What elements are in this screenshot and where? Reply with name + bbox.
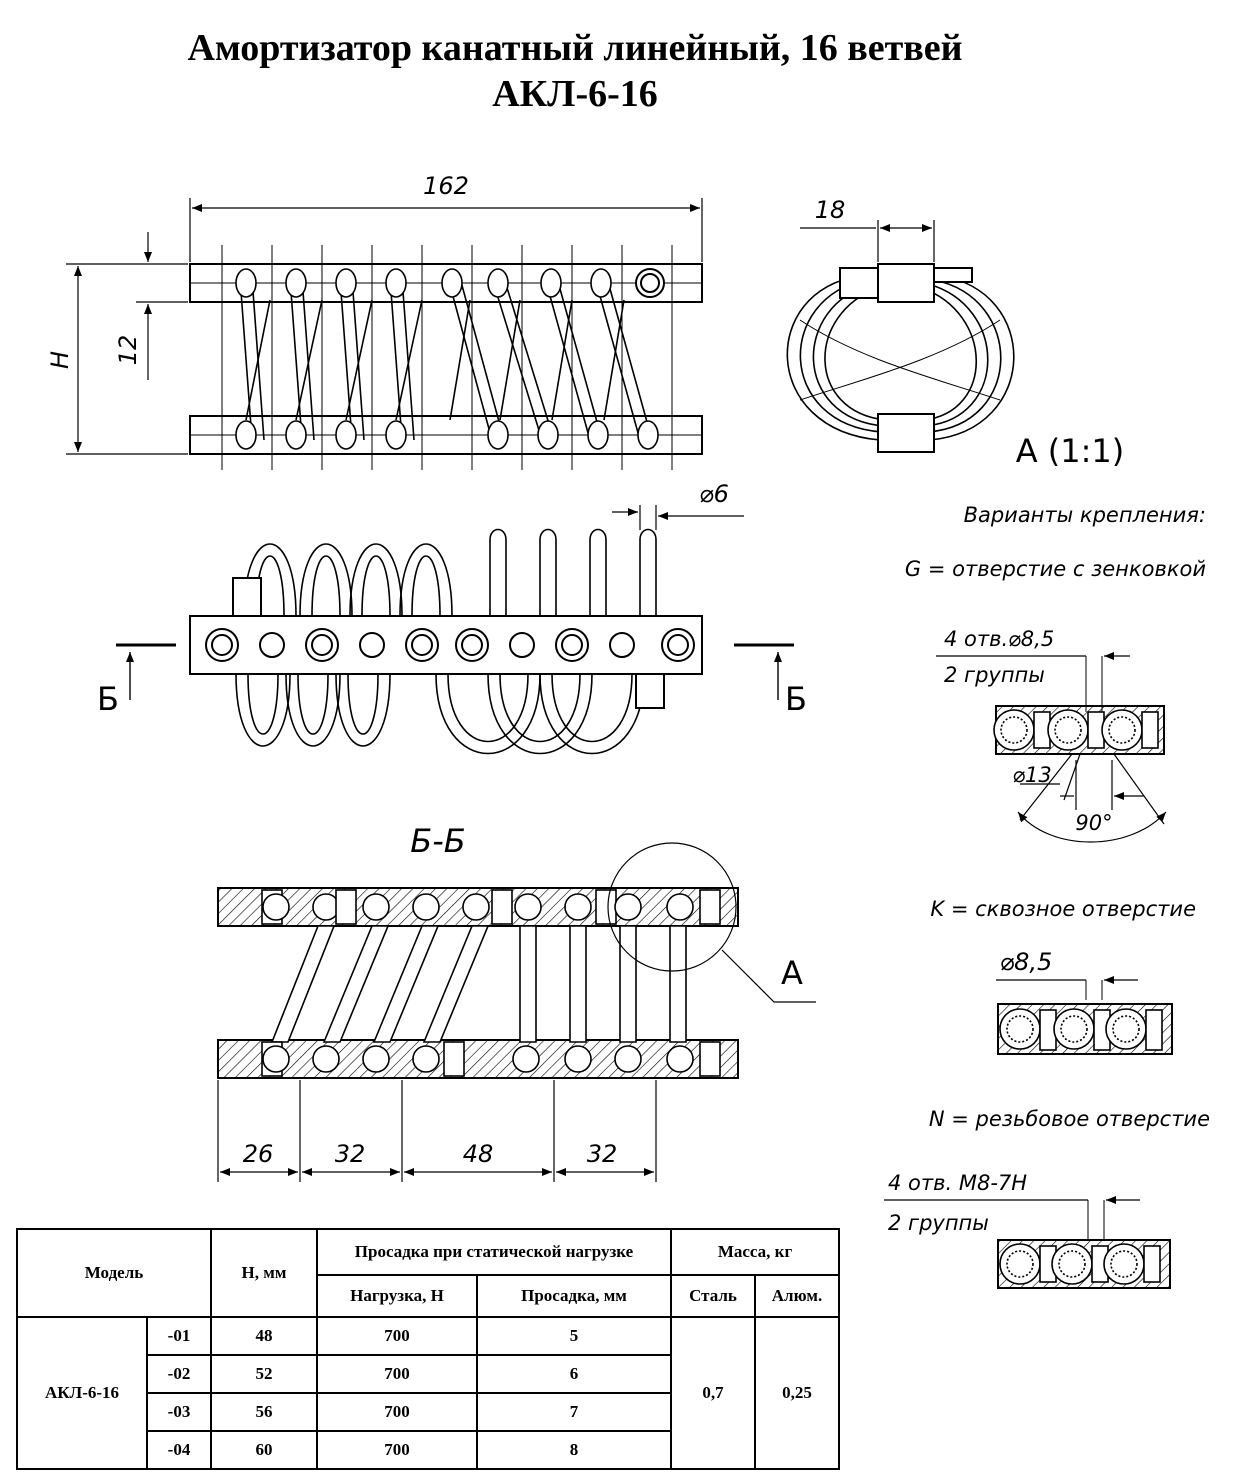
variant-g-section [936,652,1167,843]
header-steel: Сталь [670,1274,756,1318]
variant-n-section [884,1196,1171,1289]
table-row: АКЛ-6-16 -01 48 700 5 0,7 0,25 [16,1316,840,1470]
variant-n-holes: 4 отв. M8-7H [888,1171,1027,1195]
row-h: 60 [210,1430,318,1470]
title-line-1: Амортизатор канатный линейный, 16 ветвей [187,27,963,69]
row-sag: 8 [476,1430,672,1470]
header-load: Нагрузка, Н [316,1274,478,1318]
section-title: Б-Б [410,822,465,860]
dim-rope-diameter: ⌀6 [699,480,729,508]
mounting-heading: Варианты крепления: [964,503,1206,527]
dim-pitch-2: 32 [335,1140,366,1168]
section-mark-right: Б [785,680,807,718]
plan-rope-loops [235,528,657,755]
mass-steel: 0,7 [670,1316,756,1470]
detail-title: A (1:1) [1016,432,1125,470]
header-sag-group: Просадка при статической нагрузке [316,1228,672,1276]
front-rope-coils [235,268,659,450]
row-suffix: -02 [146,1354,212,1394]
dim-pitch-4: 32 [587,1140,618,1168]
detail-mark: A [781,954,803,992]
row-load: 700 [316,1316,478,1356]
side-view [786,220,1015,453]
variant-n-title: N = резьбовое отверстие [929,1107,1210,1131]
header-alum: Алюм. [754,1274,840,1318]
model-name: АКЛ-6-16 [16,1316,148,1470]
row-h: 52 [210,1354,318,1394]
row-suffix: -01 [146,1316,212,1356]
table-row: -03 56 700 7 [17,1392,839,1432]
variant-n-groups: 2 группы [888,1211,989,1235]
row-h: 56 [210,1392,318,1432]
variant-g-counterbore: ⌀13 [1012,763,1051,787]
row-h: 48 [210,1316,318,1356]
plan-bolt-holes [205,628,695,662]
row-load: 700 [316,1392,478,1432]
variant-k-title: K = сквозное отверстие [930,897,1196,921]
row-suffix: -04 [146,1430,212,1470]
row-load: 700 [316,1354,478,1394]
row-sag: 6 [476,1354,672,1394]
front-view [66,198,703,470]
title-line-2: АКЛ-6-16 [492,73,658,115]
row-suffix: -03 [146,1392,212,1432]
section-markers [116,643,794,700]
mass-alum: 0,25 [754,1316,840,1470]
variant-g-angle: 90° [1075,811,1112,835]
dim-length: 162 [423,172,469,200]
section-view [217,842,816,1182]
dim-width: 18 [815,196,846,224]
section-mark-left: Б [97,680,119,718]
dim-height-h: H [46,351,74,369]
variant-g-title: G = отверстие с зенковкой [905,557,1206,581]
section-clamp-cells [261,889,721,1077]
dim-pitch-3: 48 [463,1140,494,1168]
header-model: Модель [16,1228,212,1318]
variant-g-groups: 2 группы [944,663,1045,687]
header-sag: Просадка, мм [476,1274,672,1318]
table-row: -02 52 700 6 [17,1354,839,1394]
spec-table: Модель H, мм Просадка при статической на… [16,1228,840,1470]
plan-view [116,505,794,755]
variant-k-hole: ⌀8,5 [1000,948,1053,976]
row-sag: 5 [476,1316,672,1356]
section-rope-strands [270,925,687,1043]
variant-g-holes: 4 отв.⌀8,5 [944,627,1054,651]
row-load: 700 [316,1430,478,1470]
header-h: H, мм [210,1228,318,1318]
row-sag: 7 [476,1392,672,1432]
variant-k-section [996,976,1173,1055]
dim-pitch-1: 26 [243,1140,274,1168]
table-row: -04 60 700 8 [17,1430,839,1470]
header-mass-group: Масса, кг [670,1228,840,1276]
dim-bar-height: 12 [114,335,142,366]
